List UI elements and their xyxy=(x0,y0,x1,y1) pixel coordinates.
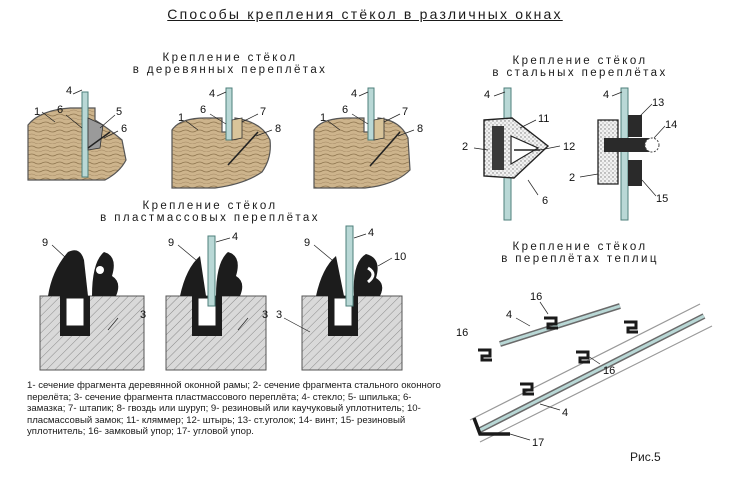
steel-heading: Крепление стёкол в стальных переплётах xyxy=(460,55,700,79)
lock-stop-mid xyxy=(576,350,590,364)
label-wood3-8: 8 xyxy=(417,123,423,135)
label-plastic2-9: 9 xyxy=(168,237,174,249)
plastic-frame-2: 9 4 3 xyxy=(165,231,268,371)
label-gh-16b: 16 xyxy=(456,327,468,339)
label-wood3-6: 6 xyxy=(342,104,348,116)
page-title: Способы крепления стёкол в различных окн… xyxy=(167,6,563,22)
steel-heading-line2: в стальных переплётах xyxy=(492,67,668,79)
label-wood1-4: 4 xyxy=(66,85,72,97)
plastic-heading: Крепление стёкол в пластмассовых переплё… xyxy=(50,200,370,224)
label-steel2-14: 14 xyxy=(665,119,677,131)
greenhouse-heading-line2: в переплётах теплиц xyxy=(501,253,659,265)
label-steel2-4: 4 xyxy=(603,89,609,101)
wood-frame-2: 4 1 6 7 8 xyxy=(171,87,281,189)
label-wood2-6: 6 xyxy=(200,104,206,116)
label-plastic1-9: 9 xyxy=(42,237,48,249)
steel-frame-1: 4 11 2 12 6 xyxy=(462,87,575,221)
plastic-heading-line2: в пластмассовых переплётах xyxy=(100,212,320,224)
corner-stop xyxy=(472,417,510,436)
label-wood1-1: 1 xyxy=(34,106,40,118)
bead-wood-2 xyxy=(231,117,243,141)
nail-wood-2 xyxy=(227,131,259,166)
pin-wood-1 xyxy=(87,131,111,149)
lock-stop-upper xyxy=(544,316,558,330)
label-plastic1-3: 3 xyxy=(140,309,146,321)
label-gh-4a: 4 xyxy=(506,309,512,321)
label-steel1-6: 6 xyxy=(542,195,548,207)
glass-pane-plastic-2 xyxy=(207,235,216,307)
label-gh-16a: 16 xyxy=(530,291,542,303)
label-plastic3-10: 10 xyxy=(394,251,406,263)
label-steel1-4: 4 xyxy=(484,89,490,101)
corner-steel-2 xyxy=(628,115,642,137)
label-gh-16c: 16 xyxy=(603,365,615,377)
lock-plastic-3 xyxy=(353,254,383,296)
wood-frame-1: 4 1 6 5 6 xyxy=(27,85,127,181)
putty-wood-1 xyxy=(87,117,104,151)
plastic-heading-line1: Крепление стёкол xyxy=(142,200,278,212)
label-gh-4b: 4 xyxy=(562,407,568,419)
label-plastic2-3: 3 xyxy=(262,309,268,321)
label-wood3-7: 7 xyxy=(402,106,408,118)
wood-profile-3 xyxy=(313,117,411,189)
steel-profile-1 xyxy=(492,126,504,170)
plastic-frame-1: 9 3 xyxy=(39,237,146,371)
seal-plastic-3 xyxy=(316,256,344,296)
seal-plastic-1 xyxy=(48,250,88,296)
angle-steel-2 xyxy=(604,138,650,152)
label-plastic3-9: 9 xyxy=(304,237,310,249)
greenhouse-heading-line1: Крепление стёкол xyxy=(512,241,648,253)
greenhouse-heading: Крепление стёкол в переплётах теплиц xyxy=(450,241,710,265)
steel-heading-line1: Крепление стёкол xyxy=(512,55,648,67)
greenhouse-frame: 16 4 16 16 4 17 xyxy=(456,291,713,449)
label-steel1-11: 11 xyxy=(538,113,549,125)
steel-frame-2: 4 13 14 2 15 xyxy=(569,87,677,221)
label-wood3-4: 4 xyxy=(351,88,357,100)
plastic-profile-1 xyxy=(39,295,145,371)
bead-wood-3 xyxy=(373,117,385,141)
label-plastic3-3: 3 xyxy=(276,309,282,321)
label-steel2-15: 15 xyxy=(656,193,668,205)
label-plastic2-4: 4 xyxy=(232,231,238,243)
wood-profile-2 xyxy=(171,117,271,189)
plastic-frame-3: 9 4 10 3 xyxy=(276,225,406,371)
label-wood1-5: 5 xyxy=(116,106,122,118)
rubber-seal-steel-2 xyxy=(628,160,642,186)
label-gh-17: 17 xyxy=(532,437,544,449)
wood-profile-1 xyxy=(27,107,127,181)
wood-heading: Крепление стёкол в деревянных переплётах xyxy=(90,52,370,76)
glass-pane-wood-1 xyxy=(81,91,89,178)
wood-heading-line2: в деревянных переплётах xyxy=(132,64,328,76)
label-wood2-1: 1 xyxy=(178,112,184,124)
glass-pane-steel-2 xyxy=(620,87,629,221)
label-steel1-12: 12 xyxy=(563,141,575,153)
label-steel2-2: 2 xyxy=(569,172,575,184)
label-wood3-1: 1 xyxy=(320,112,326,124)
figure-caption: Рис.5 xyxy=(630,450,661,464)
nail-wood-3 xyxy=(369,131,401,167)
seal-plastic-2 xyxy=(180,256,206,296)
label-plastic3-4: 4 xyxy=(368,227,374,239)
greenhouse-outline-bottom xyxy=(479,325,713,443)
lock-stop-loose xyxy=(478,348,492,362)
label-steel1-2: 2 xyxy=(462,141,468,153)
label-wood1-6a: 6 xyxy=(57,104,63,116)
label-wood2-8: 8 xyxy=(275,123,281,135)
legend-text: 1- сечение фрагмента деревянной оконной … xyxy=(27,380,441,438)
label-steel2-13: 13 xyxy=(652,97,664,109)
label-wood2-7: 7 xyxy=(260,106,266,118)
wood-heading-line1: Крепление стёкол xyxy=(162,52,298,64)
glass-pane-wood-2 xyxy=(225,87,233,141)
glass-pane-plastic-3 xyxy=(345,225,354,307)
label-wood2-4: 4 xyxy=(209,88,215,100)
wood-frame-3: 4 1 6 7 8 xyxy=(313,87,423,189)
screw-steel-2 xyxy=(644,137,660,153)
label-wood1-6b: 6 xyxy=(121,123,127,135)
glass-pane-wood-3 xyxy=(367,87,375,141)
